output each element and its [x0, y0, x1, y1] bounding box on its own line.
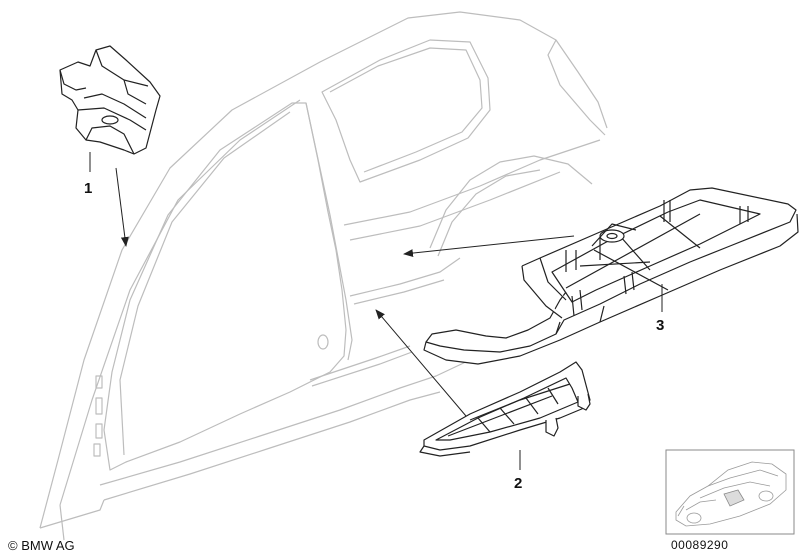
leader-lines [89, 152, 663, 470]
part-2-lower-frame [419, 361, 591, 457]
copyright-notice: © BMW AG [8, 538, 75, 553]
part-1-bracket [59, 45, 161, 155]
part-3-tray-frame [423, 187, 799, 365]
callout-2: 2 [514, 475, 522, 492]
arrow-2 [375, 309, 467, 417]
arrow-1 [115, 167, 129, 247]
arrow-3 [403, 235, 575, 258]
copyright-text: © BMW AG [8, 538, 75, 553]
car-body-side-panel [39, 11, 608, 541]
callout-3: 3 [656, 317, 664, 334]
document-number: 00089290 [671, 538, 729, 552]
vehicle-thumbnail [665, 449, 795, 535]
callout-1: 1 [84, 180, 92, 197]
thumbnail-car-icon [675, 461, 787, 527]
